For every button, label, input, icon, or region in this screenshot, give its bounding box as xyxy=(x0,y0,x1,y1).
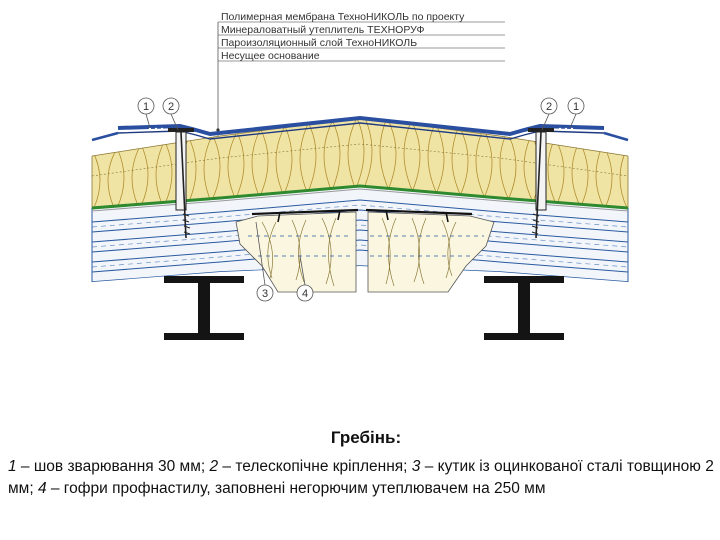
callout-right-1: 1 xyxy=(573,101,579,113)
caption-num-4: 4 xyxy=(37,480,47,497)
i-beam-left xyxy=(164,276,244,340)
caption-num-2: 2 xyxy=(209,458,219,475)
legend-item-membrane: Полимерная мембрана ТехноНИКОЛЬ по проек… xyxy=(221,11,465,23)
callout-3: 3 xyxy=(262,288,268,300)
legend-item-vapor-barrier: Пароизоляционный слой ТехноНИКОЛЬ xyxy=(221,37,417,49)
figure-caption: Гребінь: 1 – шов зварювання 30 мм; 2 – т… xyxy=(8,428,714,500)
callout-left-2: 2 xyxy=(168,101,174,113)
roof-ridge-diagram: Полимерная мембрана ТехноНИКОЛЬ по проек… xyxy=(91,11,629,340)
callout-right-2: 2 xyxy=(546,101,552,113)
callout-left-1: 1 xyxy=(143,101,149,113)
telescopic-fastener-left xyxy=(168,128,194,239)
telescopic-fastener-right xyxy=(528,128,554,239)
legend-item-insulation: Минераловатный утеплитель ТЕХНОРУФ xyxy=(221,24,424,36)
caption-title: Гребінь: xyxy=(330,428,402,447)
caption-num-1: 1 xyxy=(8,458,17,475)
corrugation-insulation-fill xyxy=(235,208,495,293)
callouts: 1 2 2 1 3 4 xyxy=(137,97,585,302)
caption-text-1: – шов зварювання 30 мм; xyxy=(16,458,210,475)
caption-num-3: 3 xyxy=(411,458,421,475)
caption-text-2: – телескопічне кріплення; xyxy=(218,458,412,475)
caption-text-4: – гофри профнастилу, заповнені негорючим… xyxy=(46,480,546,497)
caption-body: 1 – шов зварювання 30 мм; 2 – телескопіч… xyxy=(8,456,714,500)
i-beam-right xyxy=(484,276,564,340)
callout-4: 4 xyxy=(302,288,308,300)
legend-item-base: Несущее основание xyxy=(221,50,320,62)
caption-text-3: – кутик із оцинкованої сталі товщиною 2 … xyxy=(8,458,714,497)
